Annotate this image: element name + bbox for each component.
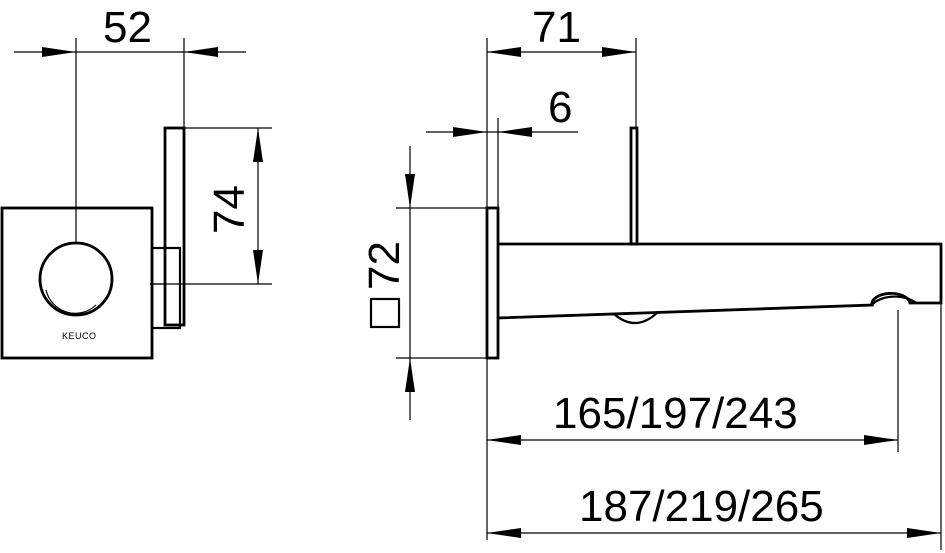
dimension-6: 6 [548, 83, 572, 132]
brand-logo: KEUCO [62, 331, 97, 341]
side-wall-plate [485, 206, 500, 360]
front-lever-plate [163, 126, 186, 327]
side-lever [629, 126, 639, 246]
dimension-72: 72 [360, 241, 409, 290]
dimension-length-long: 187/219/265 [579, 482, 824, 531]
front-view: KEUCO 52 74 [0, 3, 272, 360]
front-hub [150, 246, 182, 330]
side-knob [613, 311, 659, 325]
dimension-length-short: 165/197/243 [553, 389, 798, 438]
dimension-71: 71 [532, 3, 581, 52]
square-symbol-icon [369, 297, 401, 329]
front-knob [38, 241, 114, 317]
side-spout [497, 242, 943, 320]
dimension-74: 74 [205, 185, 254, 234]
dimension-52: 52 [103, 3, 152, 52]
side-view: 71 6 72 165/197/243 187/219/265 [360, 3, 943, 550]
